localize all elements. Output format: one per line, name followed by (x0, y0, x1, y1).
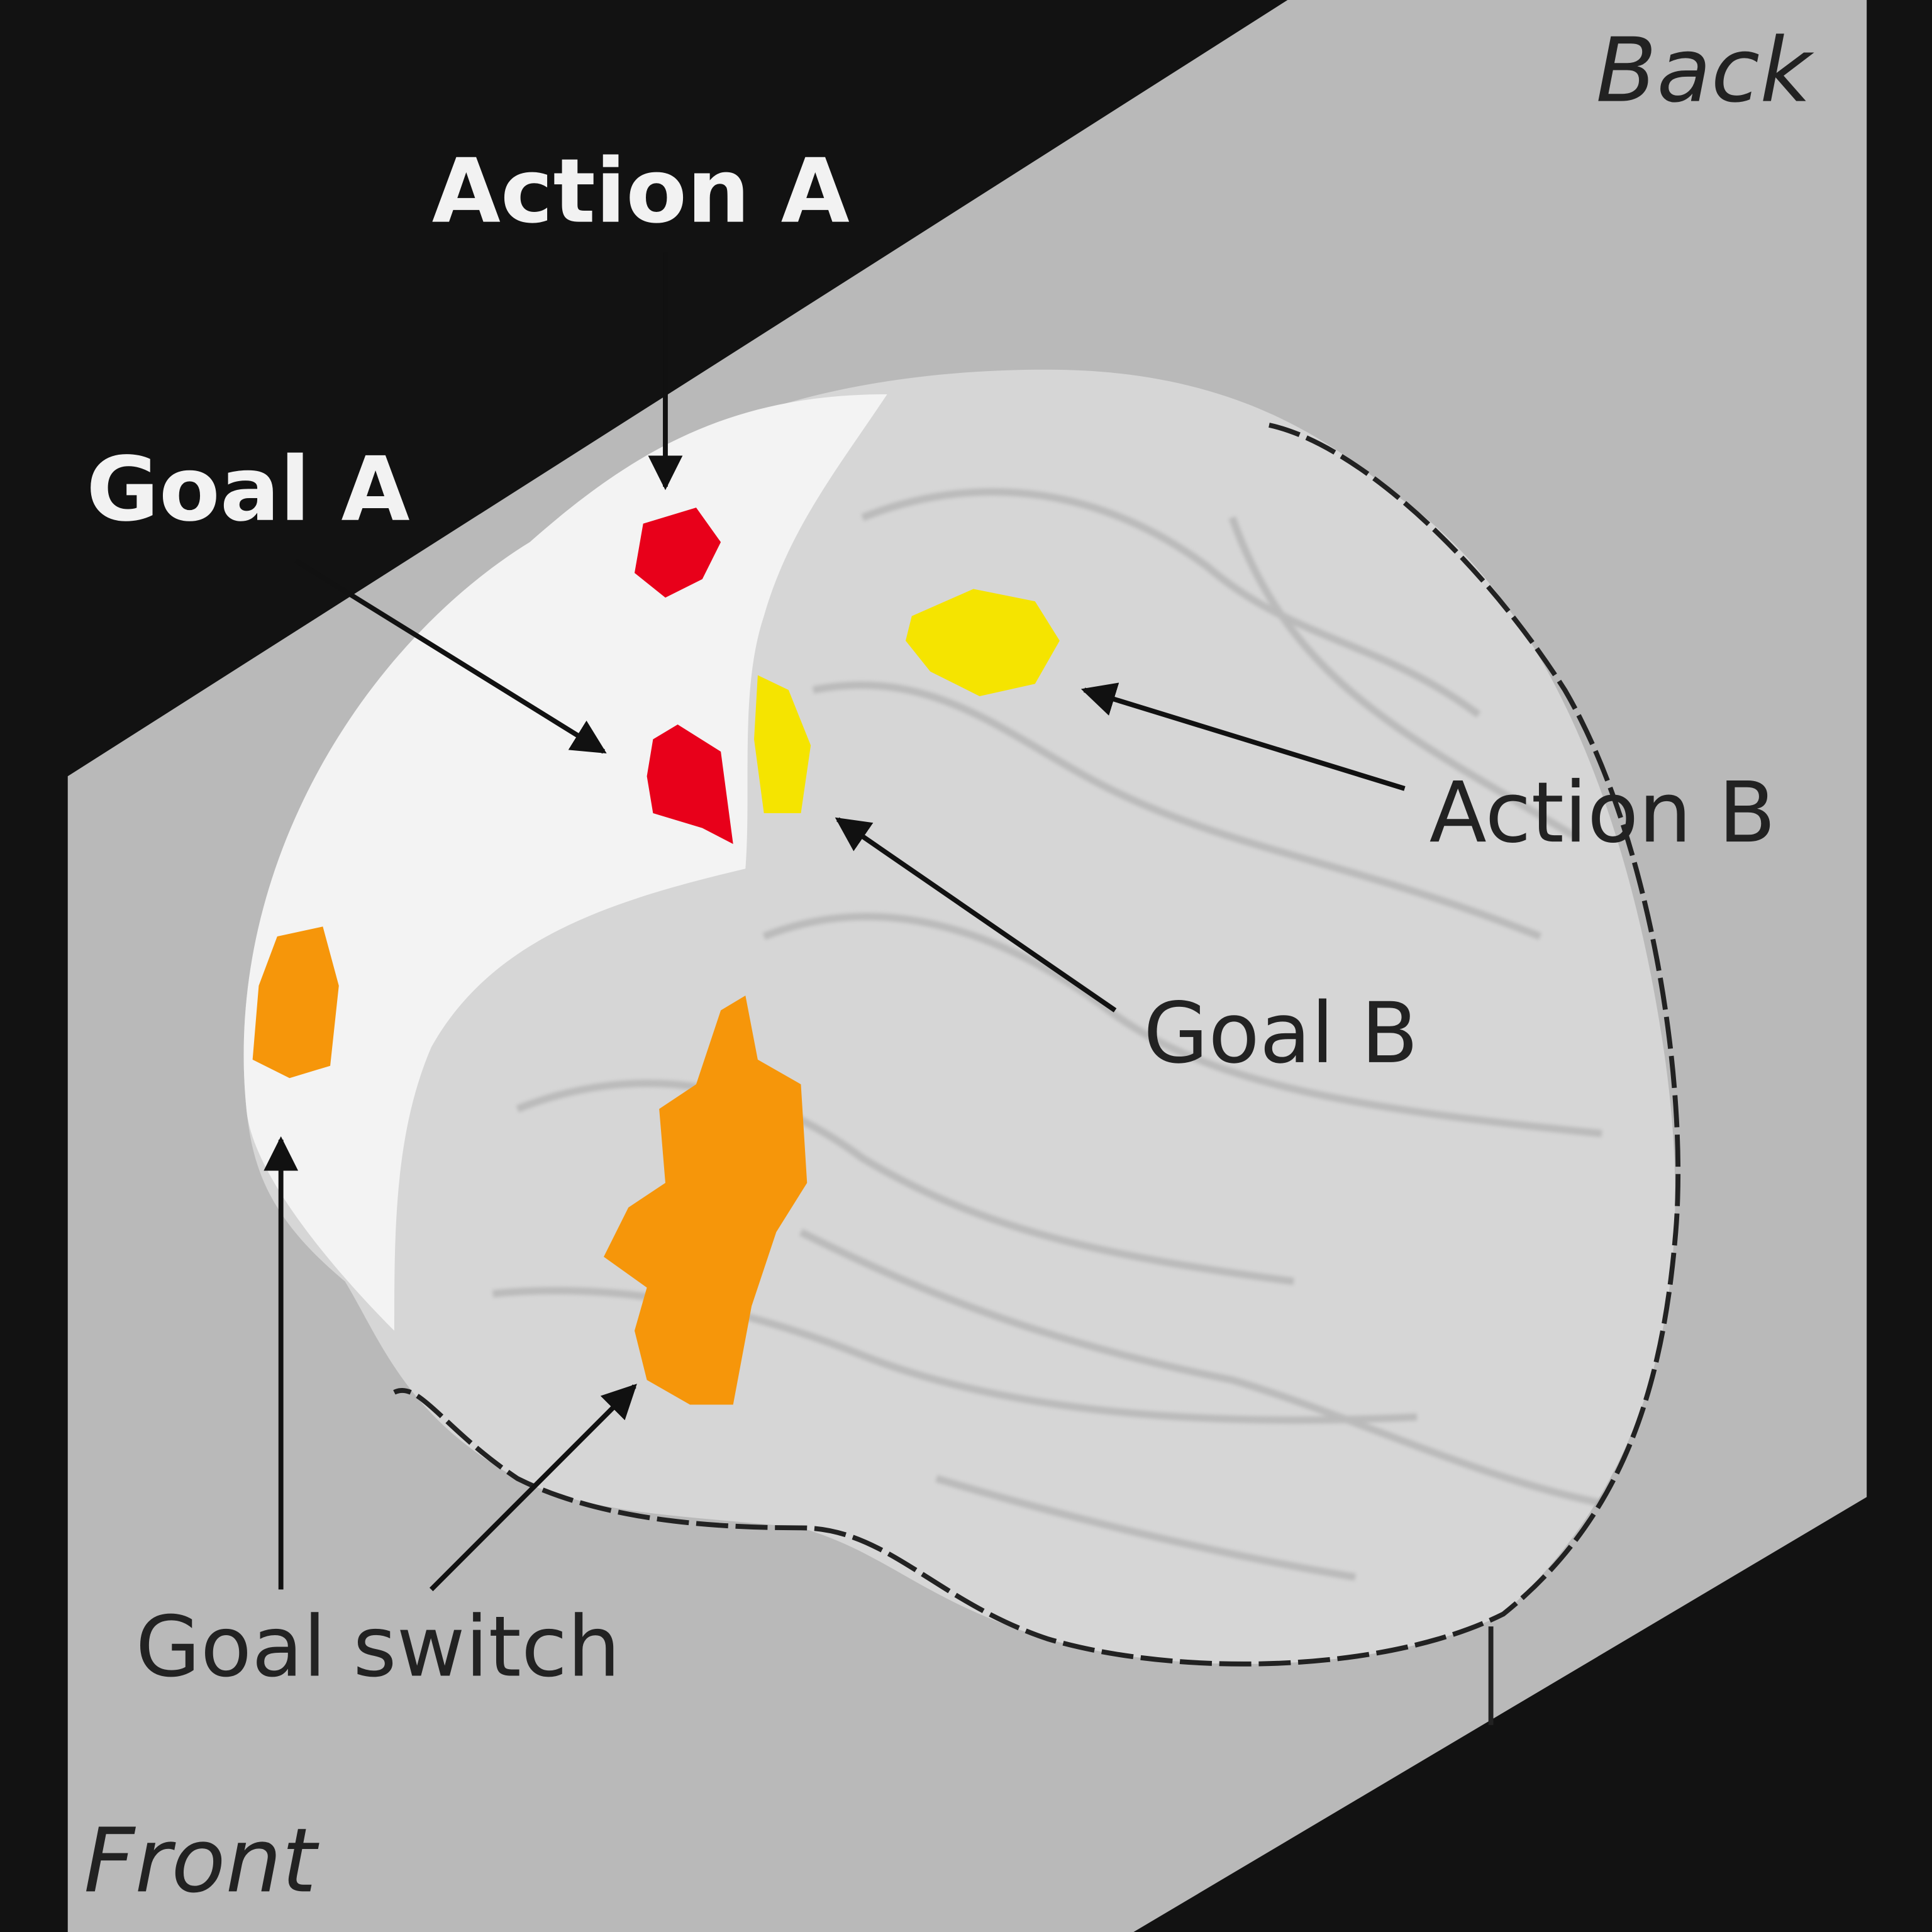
goal-b-label: Goal B (1143, 985, 1418, 1082)
goal-switch-arrow-large (429, 1384, 637, 1592)
goal-a-region (647, 724, 733, 845)
action-a-region (634, 508, 721, 598)
brain (243, 369, 1681, 1725)
arrows (264, 252, 1406, 1592)
brain-gyri (492, 488, 1603, 1581)
goal-b-arrow (835, 817, 1117, 1013)
goal-a-arrow (294, 558, 607, 754)
goal-switch-large-region (604, 996, 808, 1405)
goal-switch-small-region (252, 926, 339, 1079)
back-label: Back (1596, 19, 1815, 123)
goal-a-label: Goal A (86, 438, 409, 541)
activation-regions (252, 508, 1060, 1405)
action-b-arrow (1080, 682, 1406, 791)
action-a-label: Action A (432, 140, 850, 243)
labels: Back Front Action A Goal A Action B Goal… (84, 19, 1814, 1913)
action-b-label: Action B (1430, 764, 1776, 862)
goal-switch-label: Goal switch (136, 1598, 621, 1696)
goal-b-region (754, 675, 811, 814)
action-b-region (906, 589, 1060, 696)
front-label: Front (84, 1809, 319, 1913)
frontal-region (243, 394, 887, 1331)
brain-outline-dashed (393, 423, 1681, 1667)
